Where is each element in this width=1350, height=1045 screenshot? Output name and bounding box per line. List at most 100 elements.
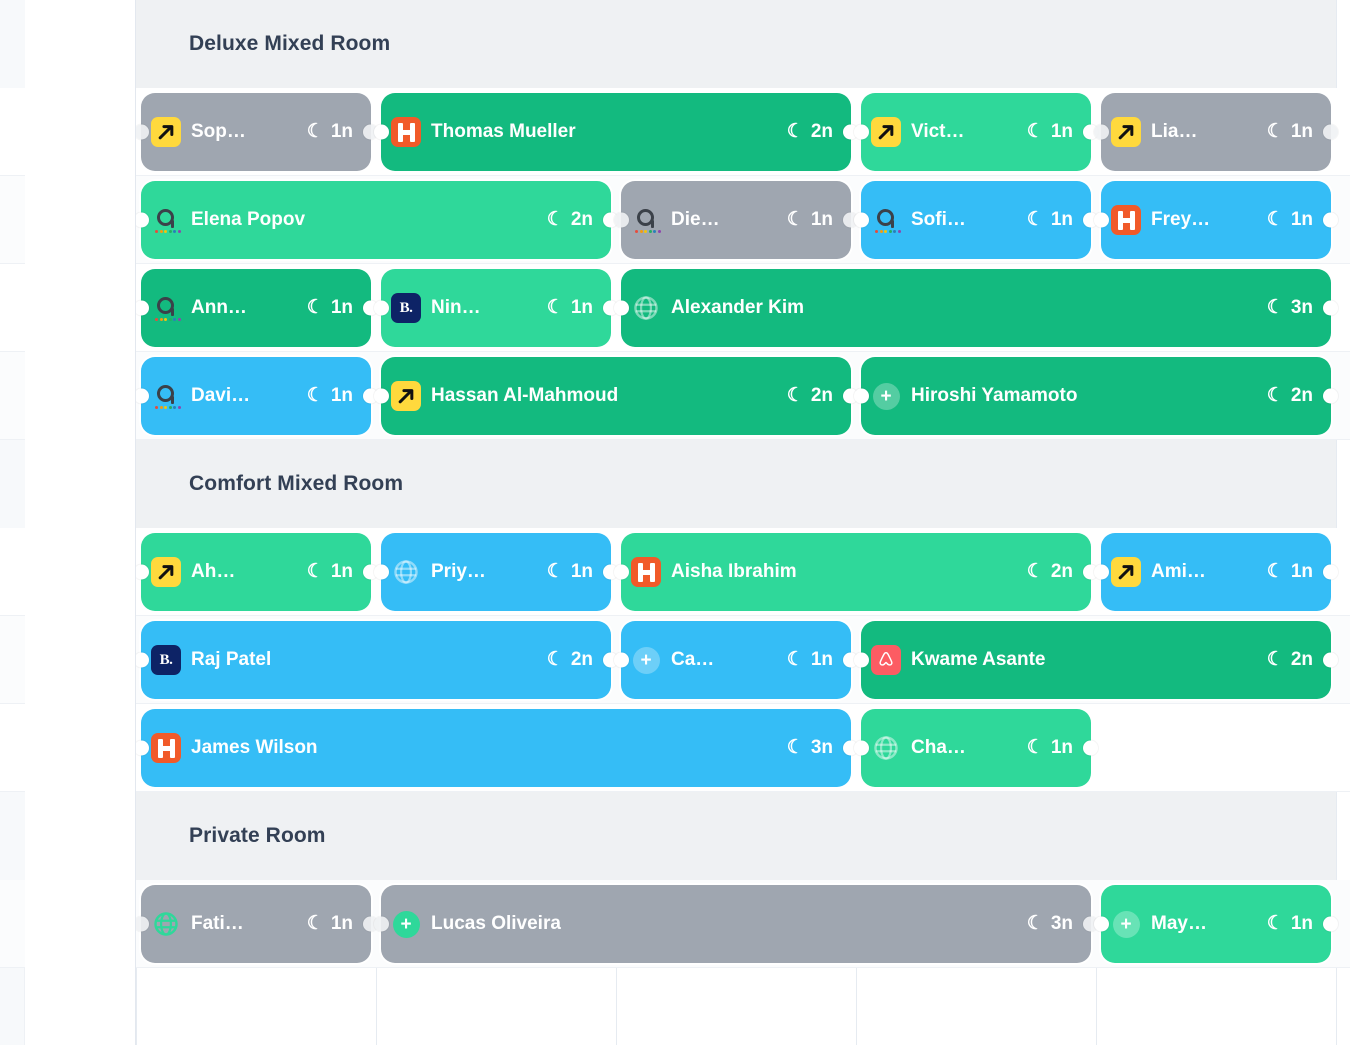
- nights-indicator: ☾1n: [307, 121, 371, 143]
- booking-resize-handle-left[interactable]: [614, 212, 629, 228]
- booking-resize-handle-right[interactable]: [1083, 740, 1098, 756]
- booking-resize-handle-left[interactable]: [1094, 564, 1109, 580]
- booking-bar[interactable]: + May… ☾1n: [1094, 885, 1338, 963]
- guest-name: James Wilson: [191, 737, 318, 758]
- booking-com-icon: B.: [391, 293, 421, 323]
- booking-bar[interactable]: Ah…☾1n: [134, 533, 378, 611]
- nights-indicator: ☾1n: [1267, 561, 1331, 583]
- moon-icon: ☾: [1026, 736, 1044, 758]
- booking-resize-handle-left[interactable]: [374, 916, 389, 932]
- booking-bar[interactable]: Thomas Mueller☾2n: [374, 93, 858, 171]
- hostelworld-q-icon: [151, 293, 181, 323]
- grid-column-divider: [1336, 0, 1337, 1045]
- booking-resize-handle-left[interactable]: [134, 564, 149, 580]
- booking-resize-handle-left[interactable]: [134, 740, 149, 756]
- plus-icon-glyph: +: [392, 910, 420, 938]
- guest-name: Lucas Oliveira: [431, 913, 561, 934]
- moon-icon: ☾: [546, 208, 564, 230]
- booking-bar[interactable]: Elena Popov☾2n: [134, 181, 618, 259]
- booking-resize-handle-right[interactable]: [1323, 300, 1338, 316]
- nights-count: 1n: [1050, 121, 1073, 142]
- room-header-2[interactable]: Comfort Mixed Room: [136, 440, 1336, 528]
- globe-icon: [391, 557, 421, 587]
- booking-resize-handle-left[interactable]: [374, 300, 389, 316]
- booking-bar[interactable]: Sofi…☾1n: [854, 181, 1098, 259]
- booking-bar[interactable]: Aisha Ibrahim☾2n: [614, 533, 1098, 611]
- booking-resize-handle-right[interactable]: [1323, 916, 1338, 932]
- booking-resize-handle-left[interactable]: [854, 124, 869, 140]
- expedia-icon: [871, 117, 901, 147]
- booking-resize-handle-left[interactable]: [1094, 124, 1109, 140]
- guest-name: Fati…: [191, 913, 244, 934]
- booking-resize-handle-left[interactable]: [1094, 212, 1109, 228]
- booking-bar[interactable]: James Wilson ☾3n: [134, 709, 858, 787]
- booking-bar[interactable]: +Hiroshi Yamamoto☾2n: [854, 357, 1338, 435]
- booking-resize-handle-right[interactable]: [1323, 564, 1338, 580]
- booking-resize-handle-left[interactable]: [134, 300, 149, 316]
- nights-count: 1n: [810, 649, 833, 670]
- booking-bar[interactable]: Frey…☾1n: [1094, 181, 1338, 259]
- booking-bar[interactable]: Alexander Kim☾3n: [614, 269, 1338, 347]
- booking-resize-handle-left[interactable]: [374, 124, 389, 140]
- booking-resize-handle-left[interactable]: [854, 212, 869, 228]
- moon-icon: ☾: [786, 384, 804, 406]
- moon-icon: ☾: [1266, 120, 1284, 142]
- nights-indicator: ☾1n: [307, 561, 371, 583]
- booking-bar[interactable]: Vict…☾1n: [854, 93, 1098, 171]
- booking-resize-handle-left[interactable]: [854, 740, 869, 756]
- nights-indicator: ☾1n: [787, 649, 851, 671]
- booking-bar[interactable]: B.Raj Patel☾2n: [134, 621, 618, 699]
- booking-bar[interactable]: Davi…☾1n: [134, 357, 378, 435]
- booking-bar[interactable]: +Ca…☾1n: [614, 621, 858, 699]
- booking-bar[interactable]: Fati…☾1n: [134, 885, 378, 963]
- booking-resize-handle-left[interactable]: [134, 212, 149, 228]
- booking-resize-handle-left[interactable]: [614, 652, 629, 668]
- nights-count: 1n: [810, 209, 833, 230]
- booking-resize-handle-left[interactable]: [374, 388, 389, 404]
- plus-icon-glyph: +: [632, 646, 660, 674]
- booking-resize-handle-left[interactable]: [614, 300, 629, 316]
- nights-indicator: ☾2n: [1267, 649, 1331, 671]
- guest-name: Sofi…: [911, 209, 966, 230]
- guest-name: May…: [1151, 913, 1207, 934]
- booking-resize-handle-right[interactable]: [1323, 388, 1338, 404]
- booking-resize-handle-left[interactable]: [134, 388, 149, 404]
- nights-indicator: ☾3n: [787, 737, 851, 759]
- guest-name: Raj Patel: [191, 649, 272, 670]
- nights-indicator: ☾2n: [547, 649, 611, 671]
- booking-bar[interactable]: Die…☾1n: [614, 181, 858, 259]
- room-header-1[interactable]: Deluxe Mixed Room: [136, 0, 1336, 88]
- moon-icon: ☾: [306, 912, 324, 934]
- hostelworld-icon: [631, 557, 661, 587]
- booking-bar[interactable]: Lia…☾1n: [1094, 93, 1338, 171]
- booking-bar[interactable]: B.Nin…☾1n: [374, 269, 618, 347]
- booking-resize-handle-left[interactable]: [854, 388, 869, 404]
- booking-resize-handle-right[interactable]: [1323, 212, 1338, 228]
- booking-bar[interactable]: Priy…☾1n: [374, 533, 618, 611]
- guest-name: Sop…: [191, 121, 246, 142]
- booking-resize-handle-left[interactable]: [374, 564, 389, 580]
- booking-resize-handle-left[interactable]: [1094, 916, 1109, 932]
- booking-bar[interactable]: Hassan Al-Mahmoud☾2n: [374, 357, 858, 435]
- booking-bar[interactable]: Cha…☾1n: [854, 709, 1098, 787]
- booking-bar[interactable]: +Lucas Oliveira☾3n: [374, 885, 1098, 963]
- nights-count: 2n: [810, 385, 833, 406]
- booking-bar[interactable]: Ann…☾1n: [134, 269, 378, 347]
- booking-resize-handle-left[interactable]: [134, 916, 149, 932]
- booking-bar[interactable]: Kwame Asante☾2n: [854, 621, 1338, 699]
- booking-resize-handle-right[interactable]: [1323, 652, 1338, 668]
- booking-resize-handle-right[interactable]: [1323, 124, 1338, 140]
- moon-icon: ☾: [786, 736, 804, 758]
- nights-indicator: ☾1n: [1027, 121, 1091, 143]
- booking-resize-handle-left[interactable]: [614, 564, 629, 580]
- booking-bar[interactable]: Ami…☾1n: [1094, 533, 1338, 611]
- booking-resize-handle-left[interactable]: [134, 124, 149, 140]
- booking-resize-handle-left[interactable]: [134, 652, 149, 668]
- nights-indicator: ☾1n: [1267, 913, 1331, 935]
- booking-bar[interactable]: Sop… ☾1n: [134, 93, 378, 171]
- plus-icon-glyph: +: [872, 382, 900, 410]
- booking-resize-handle-left[interactable]: [854, 652, 869, 668]
- plus-icon: +: [1111, 909, 1141, 939]
- room-header-3[interactable]: Private Room: [136, 792, 1336, 880]
